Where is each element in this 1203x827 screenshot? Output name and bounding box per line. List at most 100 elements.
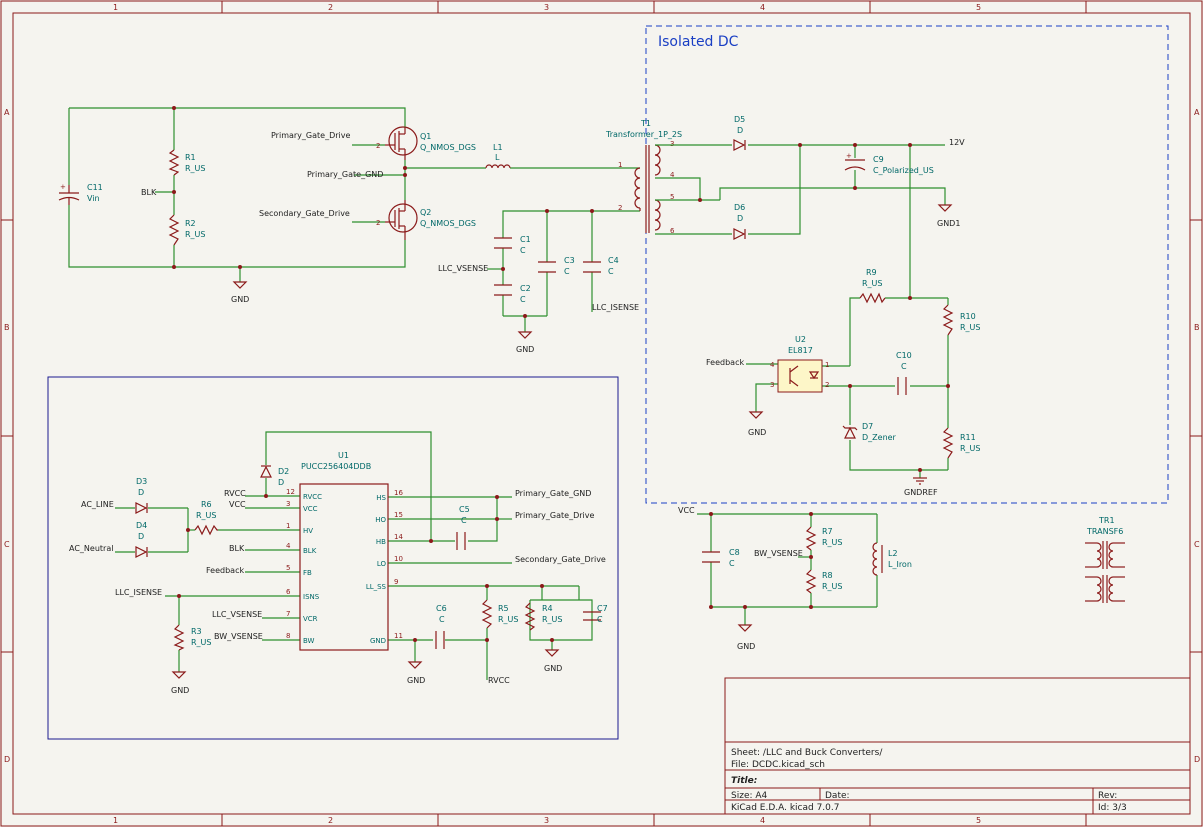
c11-value: Vin	[87, 194, 100, 203]
c1-ref: C1	[520, 235, 531, 244]
r3-value: R_US	[191, 638, 212, 647]
tb-file: File: DCDC.kicad_sch	[731, 760, 825, 770]
c8-value: C	[729, 559, 735, 568]
svg-text:4: 4	[770, 361, 775, 369]
c4-ref: C4	[608, 256, 619, 265]
resistor-r1: R1 R_US	[168, 149, 206, 176]
transformer-tr1: TR1 TRANSF6	[1085, 516, 1125, 603]
net-label-secondary-gate-drive-u1: Secondary_Gate_Drive	[515, 555, 606, 564]
svg-text:2: 2	[376, 142, 380, 150]
u1-pin-4-name: BLK	[303, 547, 317, 555]
svg-text:5: 5	[670, 193, 674, 201]
resistor-r6: R6 R_US	[194, 500, 218, 536]
r6-value: R_US	[196, 511, 217, 520]
r9-value: R_US	[862, 279, 883, 288]
svg-text:2: 2	[618, 204, 622, 212]
l2-value: L_Iron	[888, 560, 912, 569]
ic-u1: U1 PUCC256404DDB	[299, 451, 389, 651]
gnd-symbol-opto: GND	[748, 411, 766, 437]
input-junctions	[172, 106, 407, 269]
col-2-top: 2	[328, 3, 333, 12]
capacitor-c10: C10 C	[896, 351, 912, 395]
gnd-symbol-buck: GND	[737, 624, 755, 651]
resistor-r7: R7 R_US	[805, 526, 843, 551]
col-2-bottom: 2	[328, 816, 333, 825]
u1-pin-15-name: HO	[375, 516, 386, 524]
net-label-12v: 12V	[949, 138, 965, 147]
capacitor-c6: C6 C	[435, 604, 447, 649]
d5-ref: D5	[734, 115, 745, 124]
u1-pin-9-name: LL_SS	[366, 583, 387, 591]
c6-value: C	[439, 615, 445, 624]
net-label-bw-vsense-buck: BW_VSENSE	[754, 549, 803, 558]
gnd-symbol-u1: GND	[407, 661, 425, 685]
r2-ref: R2	[185, 219, 196, 228]
svg-text:+: +	[60, 183, 66, 191]
r11-value: R_US	[960, 444, 981, 453]
net-label-feedback-opto: Feedback	[706, 358, 744, 367]
capacitor-c8: C8 C	[702, 548, 740, 568]
r5-value: R_US	[498, 615, 519, 624]
gndref-symbol: GNDREF	[904, 477, 938, 497]
capacitor-c11: + C11 Vin	[58, 183, 103, 205]
d3-ref: D3	[136, 477, 147, 486]
r1-ref: R1	[185, 153, 196, 162]
net-label-primary-gate-gnd: Primary_Gate_GND	[307, 170, 383, 179]
q1-value: Q_NMOS_DGS	[420, 143, 476, 152]
u1-pin-9-number: 9	[394, 578, 398, 586]
tb-id: Id: 3/3	[1098, 803, 1127, 813]
title-block: Sheet: /LLC and Buck Converters/ File: D…	[724, 677, 1191, 815]
col-4-bottom: 4	[760, 816, 765, 825]
c4-value: C	[608, 267, 614, 276]
tr1-ref: TR1	[1098, 516, 1115, 525]
svg-text:2: 2	[825, 381, 829, 389]
r7-ref: R7	[822, 527, 833, 536]
svg-text:3: 3	[770, 381, 774, 389]
r2-value: R_US	[185, 230, 206, 239]
svg-text:GNDREF: GNDREF	[904, 488, 938, 497]
col-3-top: 3	[544, 3, 549, 12]
r10-ref: R10	[960, 312, 976, 321]
isolated-dc-box	[645, 25, 1169, 504]
c9-value: C_Polarized_US	[873, 166, 934, 175]
d4-ref: D4	[136, 521, 147, 530]
diode-d2: D2 D	[260, 465, 289, 487]
tb-date: Date:	[825, 791, 850, 801]
net-label-blk: BLK	[141, 188, 157, 197]
net-label-blk-u1: BLK	[229, 544, 245, 553]
u1-pin-8-number: 8	[286, 632, 290, 640]
transformer-t1: 12 34 56 T1 Transformer_1P_2S	[605, 119, 682, 235]
c9-ref: C9	[873, 155, 884, 164]
gnd-symbol-1: GND	[231, 281, 249, 304]
resistor-r9: R9 R_US	[859, 268, 886, 304]
svg-text:+: +	[846, 152, 852, 160]
c3-value: C	[564, 267, 570, 276]
d7-value: D_Zener	[862, 433, 897, 442]
u1-pin-12-name: RVCC	[303, 493, 322, 501]
l1-value: L	[495, 153, 500, 162]
u1-ref: U1	[338, 451, 349, 460]
tb-title: Title:	[731, 776, 757, 786]
row-c-left: C	[4, 540, 10, 549]
net-label-bw-vsense-u1: BW_VSENSE	[214, 632, 263, 641]
net-label-primary-gate-drive-u1: Primary_Gate_Drive	[515, 511, 594, 520]
r6-ref: R6	[201, 500, 212, 509]
net-label-ac-neutral: AC_Neutral	[69, 544, 113, 553]
u1-pin-5-name: FB	[303, 569, 312, 577]
row-d-left: D	[4, 755, 10, 764]
mosfet-q2: 2 Q2 Q_NMOS_DGS	[376, 200, 476, 240]
svg-text:GND1: GND1	[937, 219, 960, 228]
u1-pin-8-name: BW	[303, 637, 315, 645]
resistor-r8: R8 R_US	[805, 569, 843, 594]
r10-value: R_US	[960, 323, 981, 332]
d5-value: D	[737, 126, 743, 135]
d6-ref: D6	[734, 203, 745, 212]
feedback-wires	[746, 296, 950, 478]
r11-ref: R11	[960, 433, 976, 442]
svg-text:GND: GND	[748, 428, 766, 437]
r8-ref: R8	[822, 571, 833, 580]
r5-ref: R5	[498, 604, 509, 613]
c10-value: C	[901, 362, 907, 371]
resistor-r11: R11 R_US	[942, 427, 981, 459]
u1-pin-14-number: 14	[394, 533, 403, 541]
